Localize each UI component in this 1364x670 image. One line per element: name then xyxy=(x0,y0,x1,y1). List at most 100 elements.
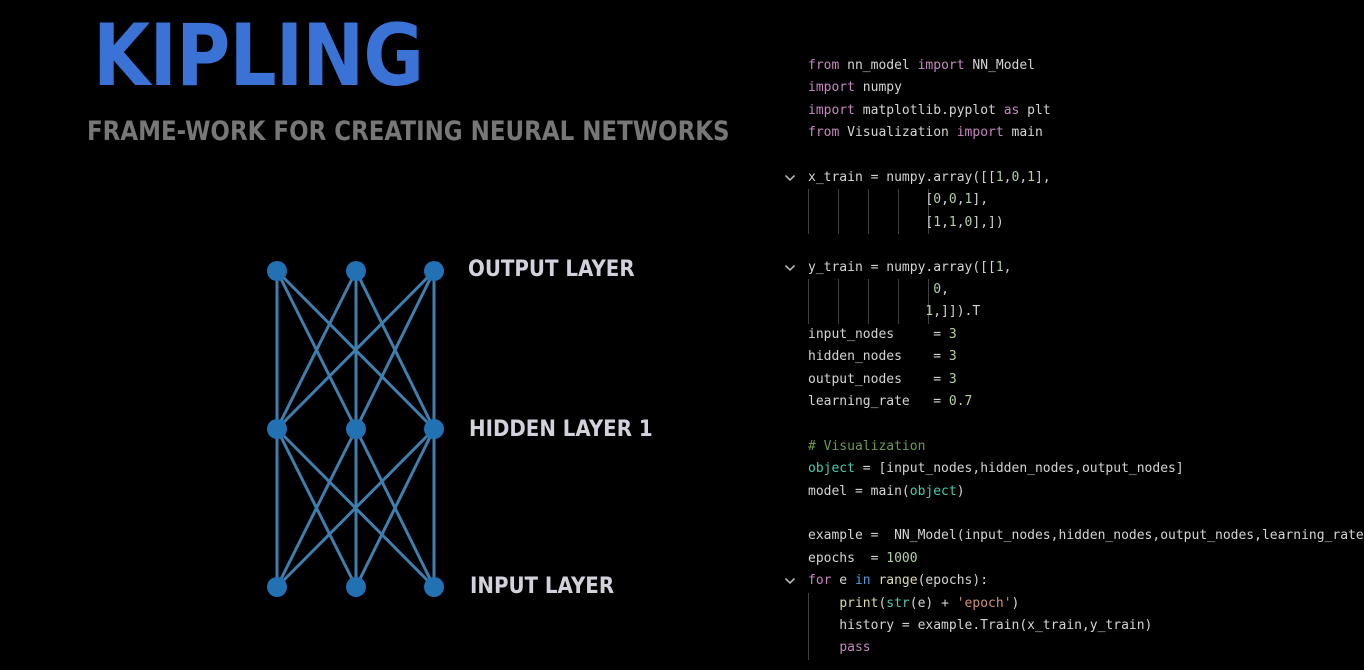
code-text: pass xyxy=(808,637,870,659)
code-token: matplotlib.pyplot xyxy=(854,102,1004,118)
network-nodes xyxy=(267,261,444,597)
code-token: = [input_nodes,hidden_nodes,output_nodes… xyxy=(854,461,1184,477)
indent-guide xyxy=(808,592,809,615)
indent-guide xyxy=(927,301,929,324)
indent-guide xyxy=(897,301,899,324)
code-token: 'epoch' xyxy=(956,595,1012,611)
code-token: 3 xyxy=(948,326,957,342)
code-text: object = [input_nodes,hidden_nodes,outpu… xyxy=(808,458,1184,480)
code-token: ) xyxy=(1011,595,1020,611)
indent-guide xyxy=(808,189,809,212)
fold-chevron-icon[interactable] xyxy=(784,173,796,183)
input-layer-label: INPUT LAYER xyxy=(470,574,615,599)
code-token: ( xyxy=(878,595,887,611)
code-token: , xyxy=(956,192,965,208)
code-token: 1000 xyxy=(886,550,918,566)
code-token: history = example.Train(x_train,y_train) xyxy=(808,618,1153,633)
code-token: 1 xyxy=(948,214,957,230)
indent-guide xyxy=(897,279,899,302)
network-edge xyxy=(275,428,358,588)
indent-guide xyxy=(897,189,899,212)
indent-guide xyxy=(837,301,839,324)
indent-guide xyxy=(867,189,869,212)
code-token: 0 xyxy=(933,282,942,297)
code-text: for e in range(epochs): xyxy=(808,570,988,592)
indent-guide xyxy=(837,279,839,302)
indent-guide xyxy=(808,637,809,660)
code-token: e xyxy=(831,573,855,589)
neural-network-diagram xyxy=(267,261,444,597)
code-token: from xyxy=(808,58,840,73)
code-token: ) xyxy=(956,483,965,499)
code-text: hidden_nodes = 3 xyxy=(808,346,957,368)
code-text: # Visualization xyxy=(808,436,925,458)
code-token: learning_rate = xyxy=(808,394,949,409)
code-token: 1 xyxy=(995,259,1004,275)
code-token: ], xyxy=(1034,170,1051,185)
code-token: hidden_nodes = xyxy=(808,349,949,365)
code-token: 1 xyxy=(933,214,942,230)
indent-guide xyxy=(927,189,929,212)
code-token: 1 xyxy=(995,170,1004,185)
code-token: 1 xyxy=(1027,170,1035,185)
code-text: output_nodes = 3 xyxy=(808,369,957,391)
input-node-3 xyxy=(424,577,444,597)
code-text: import matplotlib.pyplot as plt xyxy=(808,100,1051,122)
code-token: model = main( xyxy=(808,483,910,499)
code-token: 0 xyxy=(933,192,942,208)
code-token: y_train = numpy.array([[ xyxy=(808,259,996,275)
code-text: 1,]]).T xyxy=(808,301,980,323)
code-text: [0,0,1], xyxy=(808,189,988,211)
code-text: print(str(e) + 'epoch') xyxy=(808,593,1019,615)
code-token: input_nodes = xyxy=(808,326,949,342)
code-token: object xyxy=(808,461,855,477)
code-token: ],]) xyxy=(972,214,1004,230)
output-layer-label: OUTPUT LAYER xyxy=(468,257,635,282)
code-token: x_train = numpy.array([[ xyxy=(808,170,996,185)
code-token: 1 xyxy=(964,192,973,208)
fold-chevron-icon[interactable] xyxy=(784,576,796,586)
code-token: import xyxy=(808,80,855,96)
code-token xyxy=(808,304,925,319)
indent-guide xyxy=(808,301,809,324)
code-token: (epochs): xyxy=(917,573,989,589)
code-text: [1,1,0],]) xyxy=(808,212,1004,234)
code-token: 1 xyxy=(925,304,934,320)
app-title: KIPLING xyxy=(93,6,424,106)
indent-guide xyxy=(897,211,899,235)
code-token: , xyxy=(941,214,949,230)
code-token: epochs = xyxy=(808,550,887,566)
code-token: , xyxy=(1019,170,1028,185)
code-token: example = NN_Model(input_nodes,hidden_no… xyxy=(808,528,1364,544)
code-token: , xyxy=(1003,259,1012,275)
network-edge xyxy=(275,427,436,589)
code-token xyxy=(808,282,933,297)
code-token: 3 xyxy=(948,349,957,365)
code-token: (e) + xyxy=(909,595,957,611)
indent-guide xyxy=(808,615,809,638)
indent-guide xyxy=(837,189,839,212)
code-token: str xyxy=(886,595,910,611)
code-token: , xyxy=(1003,170,1012,185)
code-token: 0.7 xyxy=(948,394,973,409)
code-token: range xyxy=(878,573,918,589)
code-token: 0 xyxy=(964,214,973,230)
code-token: [ xyxy=(808,192,934,208)
code-token: Visualization xyxy=(839,125,957,141)
fold-chevron-icon[interactable] xyxy=(784,263,796,273)
code-token: for xyxy=(808,573,832,589)
code-token: 0 xyxy=(948,192,957,208)
code-token: as xyxy=(1003,102,1020,118)
code-token: import xyxy=(808,102,855,118)
indent-guide xyxy=(927,279,929,302)
code-token: output_nodes = xyxy=(808,371,949,387)
code-token: print xyxy=(839,595,879,611)
code-token: ], xyxy=(972,192,989,208)
code-text: y_train = numpy.array([[1, xyxy=(808,257,1012,279)
code-token: import xyxy=(917,58,965,73)
app-subtitle: FRAME-WORK FOR CREATING NEURAL NETWORKS xyxy=(87,116,730,147)
hidden-node-1 xyxy=(267,419,287,439)
code-token: , xyxy=(941,192,949,208)
indent-guide xyxy=(867,279,869,302)
